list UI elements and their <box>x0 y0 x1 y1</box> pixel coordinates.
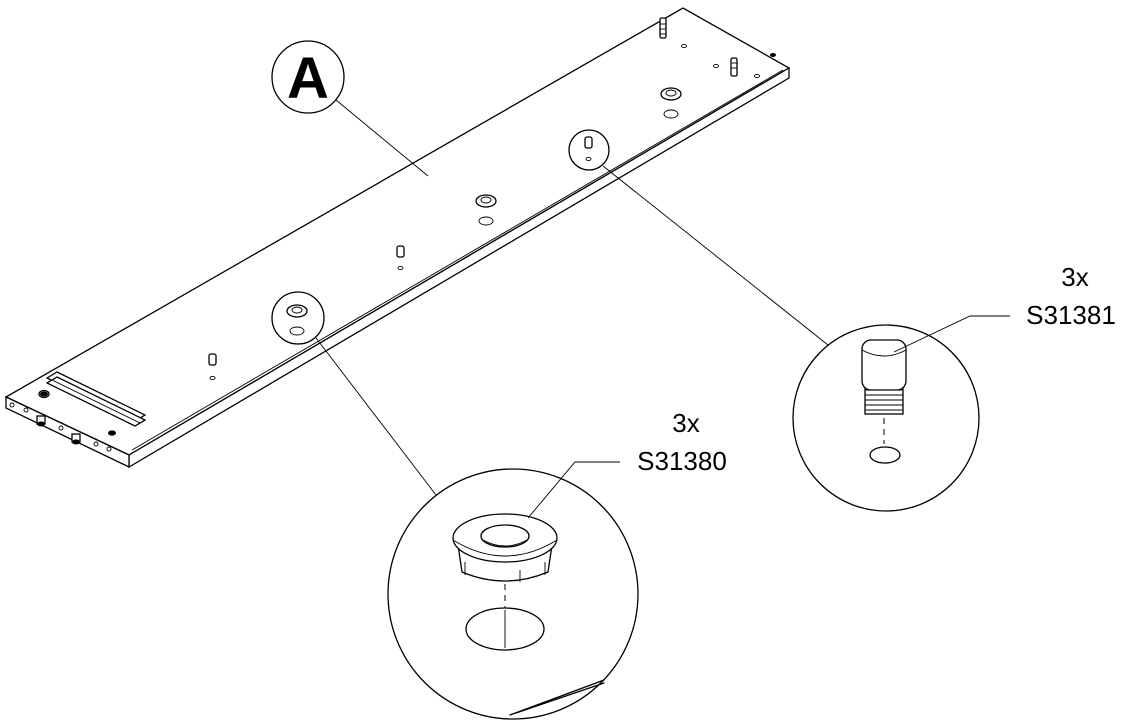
threaded-pin-icon <box>861 339 907 415</box>
part-label-letter: A <box>287 46 329 111</box>
board-bushing <box>475 194 497 226</box>
board-bushing <box>660 87 682 119</box>
bushing-icon <box>452 513 558 582</box>
board-pin <box>584 136 593 162</box>
bushing-part-number: S31380 <box>637 446 727 476</box>
board-panel <box>4 7 791 469</box>
part-label-badge: A <box>271 40 429 177</box>
board-pin <box>396 245 405 271</box>
pin-quantity: 3x <box>1061 262 1088 292</box>
end-connector-left <box>36 415 46 427</box>
bushing-detail-circle <box>387 468 639 720</box>
pin-source-circle <box>568 129 610 171</box>
pin-detail-circle <box>792 324 980 512</box>
bushing-source-circle <box>271 291 325 345</box>
pin-part-number: S31381 <box>1026 300 1116 330</box>
board-bushing <box>286 304 308 336</box>
pin-detail: 3x S31381 <box>568 129 1116 512</box>
board-top-face <box>4 7 791 456</box>
board-end-edge <box>5 395 130 469</box>
board-pin <box>208 353 217 381</box>
end-connector-right <box>71 433 81 445</box>
board-pin <box>713 57 760 79</box>
board-pin <box>659 17 687 49</box>
rail-slot <box>45 371 147 427</box>
bushing-quantity: 3x <box>672 408 699 438</box>
bushing-detail: 3x S31380 <box>271 291 727 720</box>
